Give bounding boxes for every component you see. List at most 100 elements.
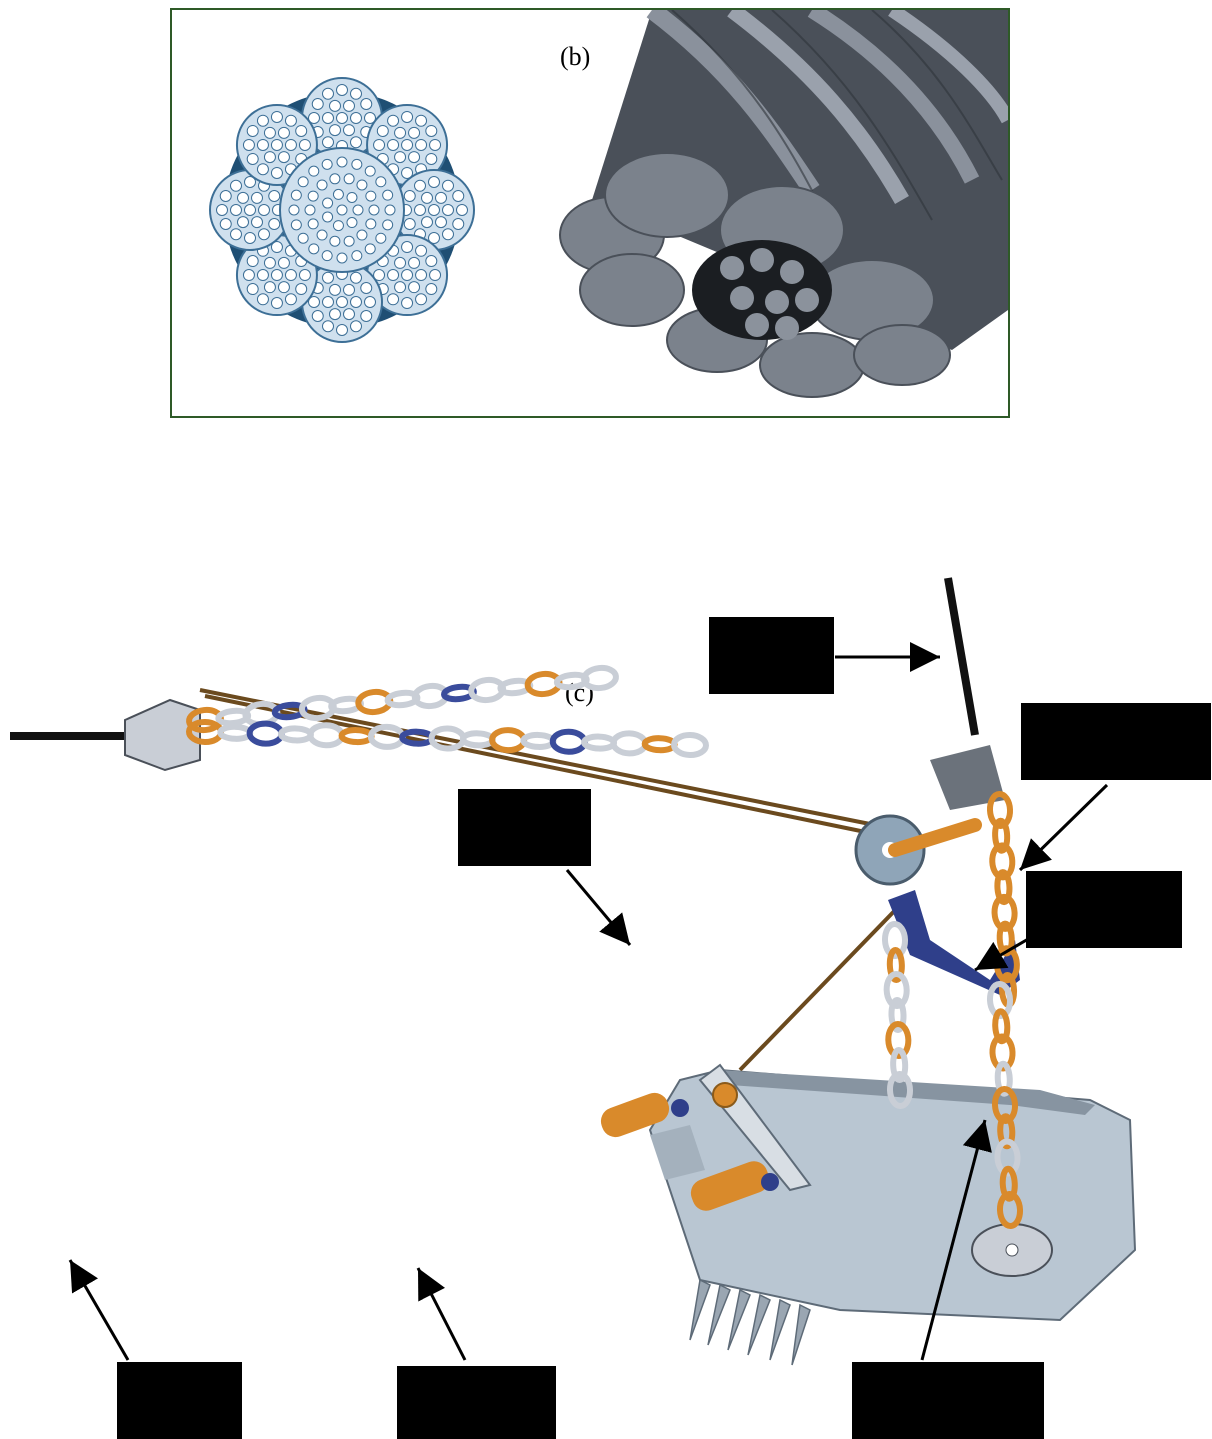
wire (436, 217, 447, 228)
wire (415, 205, 426, 216)
wire (395, 282, 406, 293)
wire (285, 139, 296, 150)
wire (243, 270, 254, 281)
wire (257, 164, 268, 175)
wire (337, 113, 348, 124)
wire (377, 125, 388, 136)
wire (457, 205, 468, 216)
dragline-bucket-icon (650, 1065, 1135, 1365)
wire (443, 205, 454, 216)
wire (231, 205, 242, 216)
chain-link (341, 730, 371, 743)
wire (257, 294, 268, 305)
wire (426, 256, 437, 267)
wire-rope-cross-section-icon (210, 78, 474, 342)
arrow-dump-rope (567, 870, 630, 945)
chain-link (220, 726, 250, 739)
wire (351, 137, 362, 148)
wire (409, 282, 420, 293)
label-box-hoist-chain (1021, 703, 1211, 780)
wire (416, 270, 427, 281)
wire (388, 270, 399, 281)
wire (299, 270, 310, 281)
wire (271, 167, 282, 178)
wire (271, 139, 282, 150)
wire (402, 270, 413, 281)
core-wire (352, 251, 362, 261)
core-wire (347, 192, 357, 202)
core-wire (357, 230, 367, 240)
core-wire (291, 220, 301, 230)
core-wire (366, 191, 376, 201)
wire (361, 99, 372, 110)
core-wire (330, 174, 340, 184)
wire (323, 88, 334, 99)
chain-link (584, 736, 614, 749)
core-wire (322, 251, 332, 261)
wire (330, 309, 341, 320)
wire (344, 309, 355, 320)
wire (259, 229, 270, 240)
wire (247, 256, 258, 267)
core-wire (357, 180, 367, 190)
dragline-bucket-illustration (0, 560, 1212, 1439)
core-wire (317, 230, 327, 240)
wire (238, 192, 249, 203)
wire (245, 233, 256, 244)
wire (416, 245, 427, 256)
chain-link (310, 725, 343, 746)
wire (395, 257, 406, 268)
core-wire (309, 244, 319, 254)
label-box-drag-rope (117, 1362, 242, 1439)
chain-link (645, 738, 675, 751)
wire (361, 283, 372, 294)
label-box-dump-rope (458, 789, 591, 866)
chain-link (674, 735, 707, 756)
wire (264, 152, 275, 163)
wire (296, 284, 307, 295)
core-wire (330, 236, 340, 246)
core-wire (365, 244, 375, 254)
wire (416, 115, 427, 126)
core-wire (376, 177, 386, 187)
core-wire (333, 189, 343, 199)
wire (247, 284, 258, 295)
wire (323, 137, 334, 148)
wire (312, 311, 323, 322)
wire (247, 153, 258, 164)
wire (257, 139, 268, 150)
core-wire (383, 190, 393, 200)
core-wire (298, 233, 308, 243)
chain-link (249, 723, 282, 744)
wire (337, 297, 348, 308)
wire (330, 284, 341, 295)
wire (252, 217, 263, 228)
wire (278, 127, 289, 138)
wire (430, 139, 441, 150)
panel-b-frame: (b) (170, 8, 1010, 418)
wire (220, 191, 231, 202)
core-wire (323, 198, 333, 208)
core-wire (298, 177, 308, 187)
wire (217, 205, 228, 216)
core-wire (385, 205, 395, 215)
wire (402, 242, 413, 253)
wire (429, 177, 440, 188)
chain-link (492, 730, 525, 751)
core-wire (383, 220, 393, 230)
core-wire (344, 236, 354, 246)
wire (257, 115, 268, 126)
wire (351, 297, 362, 308)
core-wire (369, 205, 379, 215)
core-wire (337, 205, 347, 215)
wire (264, 282, 275, 293)
wire (361, 311, 372, 322)
core-wire (376, 233, 386, 243)
core-wire (317, 180, 327, 190)
wire (351, 88, 362, 99)
wire (245, 205, 256, 216)
wire (330, 125, 341, 136)
wire (409, 127, 420, 138)
wire (323, 297, 334, 308)
core-wire (333, 221, 343, 231)
